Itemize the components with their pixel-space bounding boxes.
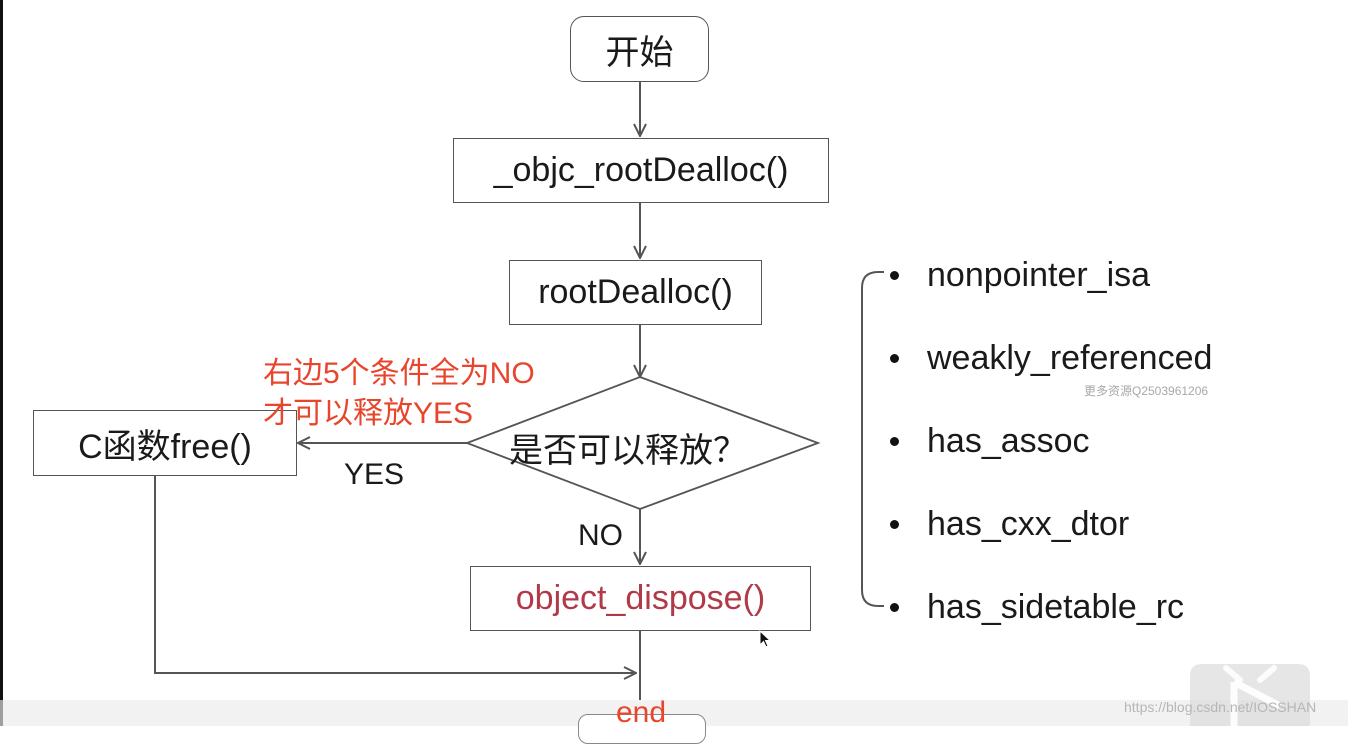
objc-rootdealloc-node: _objc_rootDealloc() <box>453 138 829 203</box>
bullet-icon <box>890 271 899 280</box>
decision-label: 是否可以释放？ <box>509 432 747 470</box>
condition-item: nonpointer_isa <box>890 256 1150 295</box>
c-free-node: C函数free() <box>33 410 297 476</box>
object-dispose-node: object_dispose() <box>470 566 811 631</box>
resource-watermark: 更多资源Q2503961206 <box>1084 384 1209 398</box>
no-branch-label: NO <box>578 519 623 552</box>
rootdealloc-label: rootDealloc() <box>538 273 733 311</box>
bullet-icon <box>890 603 899 612</box>
condition-label: weakly_referenced <box>927 339 1213 377</box>
condition-item: has_assoc <box>890 422 1090 461</box>
rootdealloc-node: rootDealloc() <box>509 260 762 325</box>
start-node-label: 开始 <box>605 33 674 72</box>
start-node: 开始 <box>570 16 709 82</box>
condition-item: has_sidetable_rc <box>890 588 1184 627</box>
mouse-cursor-icon <box>759 630 772 648</box>
bullet-icon <box>890 520 899 529</box>
condition-label: has_assoc <box>927 422 1090 460</box>
condition-label: has_sidetable_rc <box>927 588 1185 626</box>
objc-rootdealloc-label: _objc_rootDealloc() <box>493 151 789 189</box>
play-icon[interactable] <box>1184 660 1316 726</box>
blog-watermark: https://blog.csdn.net/IOSSHAN <box>1124 699 1317 715</box>
conditions-bracket <box>861 271 879 607</box>
bullet-icon <box>890 437 899 446</box>
condition-item: has_cxx_dtor <box>890 505 1129 544</box>
condition-item: weakly_referenced <box>890 339 1212 378</box>
release-condition-note: 右边5个条件全为NO 才可以释放YES <box>263 354 535 434</box>
end-label: end <box>616 696 667 729</box>
connector-layer <box>154 82 884 700</box>
condition-label: nonpointer_isa <box>927 256 1151 294</box>
yes-branch-label: YES <box>344 458 405 491</box>
c-free-label: C函数free() <box>78 427 252 466</box>
condition-label: has_cxx_dtor <box>927 505 1130 543</box>
release-condition-note-line2: 才可以释放YES <box>263 397 474 430</box>
video-play-widget[interactable] <box>1184 660 1316 726</box>
left-edge-rule <box>0 0 3 726</box>
bullet-icon <box>890 354 899 363</box>
object-dispose-label: object_dispose() <box>515 579 766 617</box>
arrow-free-to-end <box>154 476 636 673</box>
decision-diamond <box>464 376 821 510</box>
release-condition-note-line1: 右边5个条件全为NO <box>263 357 535 390</box>
